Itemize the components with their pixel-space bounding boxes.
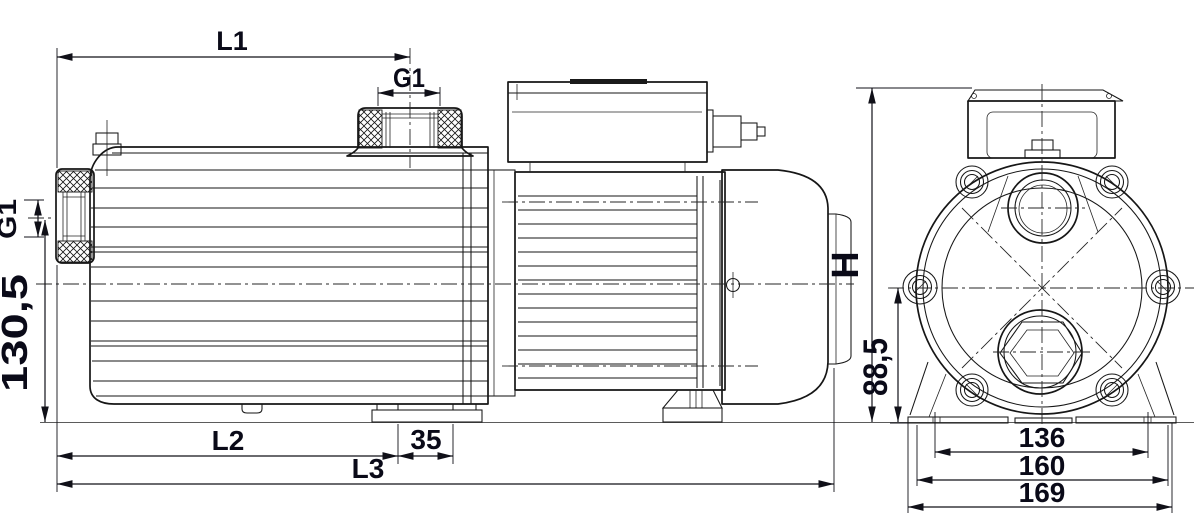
- front-terminal-box: [967, 89, 1124, 159]
- center-tab: [1014, 417, 1073, 424]
- front-view: [888, 84, 1194, 438]
- dim-label-l1: L1: [216, 26, 248, 56]
- pump-body-outline: [89, 146, 489, 405]
- thread-hatch-bottom: [57, 240, 93, 263]
- flange-screws: [907, 169, 1176, 403]
- terminal-box: [507, 79, 708, 172]
- fan-cover: [721, 169, 852, 405]
- dim-label-88-5: 88,5: [857, 338, 895, 396]
- pump-body-ribs: [91, 152, 488, 404]
- dim-label-h: H: [825, 251, 867, 278]
- dim-label-160: 160: [1019, 450, 1066, 481]
- discharge-port: [346, 107, 474, 157]
- suction-port: [55, 168, 95, 264]
- box-lid-strip: [570, 79, 647, 84]
- dim-label-l3: L3: [352, 453, 385, 484]
- adapter: [487, 169, 516, 397]
- thread-hatch-right: [437, 109, 462, 149]
- front-feet: [907, 361, 1177, 424]
- dim-label-35: 35: [410, 424, 441, 455]
- motor: [514, 171, 726, 391]
- box-knockout: [1031, 139, 1054, 151]
- flange-lobes: [902, 165, 1181, 407]
- hex-plug: [999, 321, 1083, 384]
- dim-label-l2: L2: [212, 425, 245, 456]
- dim-label-g1-suction: G1: [0, 199, 22, 239]
- drain-plug: [241, 404, 263, 414]
- dimension-annotations: L1 G1 G1 130,5 L2 35 L3 H 88,5 136 160 1…: [0, 26, 1173, 513]
- dim-label-g1-discharge: G1: [393, 63, 425, 93]
- dim-label-130-5: 130,5: [0, 274, 35, 392]
- motor-foot: [661, 389, 723, 423]
- dim-label-136: 136: [1019, 422, 1066, 453]
- vent-plug: [92, 120, 122, 176]
- screw-slots: [913, 175, 1170, 397]
- cable-gland: [706, 109, 766, 153]
- thread-hatch-left: [358, 109, 383, 149]
- dim-label-169: 169: [1019, 477, 1066, 508]
- side-view: [28, 79, 1194, 423]
- pump-foot: [371, 404, 483, 423]
- front-diagonal-centerline-2: [961, 207, 1123, 369]
- thread-hatch-top: [57, 170, 93, 193]
